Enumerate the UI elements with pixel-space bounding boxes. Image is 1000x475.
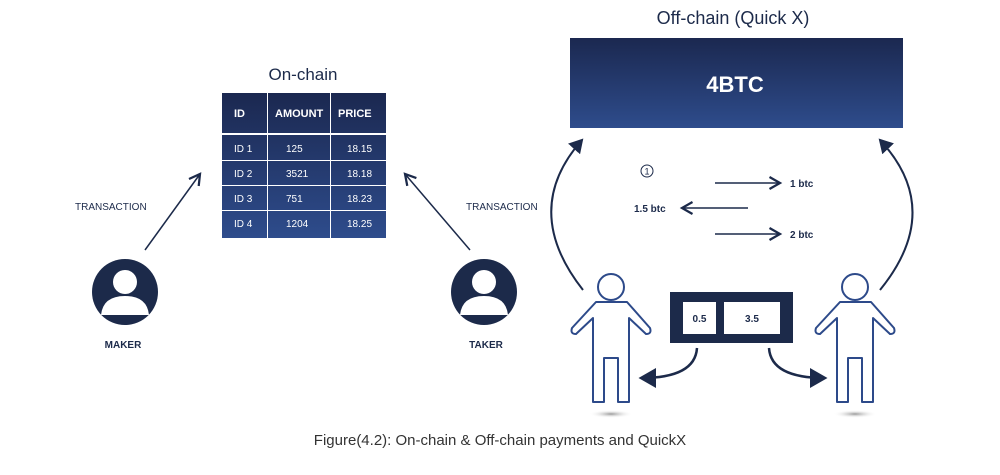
payment-1: 1 btc — [790, 179, 814, 190]
col-header-price: PRICE — [338, 108, 372, 120]
step-circle — [640, 164, 654, 178]
maker-avatar-icon — [92, 259, 158, 325]
channel-arrow-right — [767, 347, 828, 388]
cell-id: ID 2 — [234, 169, 253, 180]
shadow — [833, 410, 877, 418]
col-header-id: ID — [234, 108, 245, 120]
payment-3: 2 btc — [790, 230, 814, 241]
cell-id: ID 3 — [234, 194, 253, 205]
transaction-label-right: TRANSACTION — [466, 202, 538, 213]
cell-price: 18.23 — [347, 194, 372, 205]
channel-box: 0.5 3.5 — [670, 292, 793, 343]
arrow-maker-to-chain — [144, 172, 202, 251]
taker-label: TAKER — [469, 340, 503, 351]
table-row: ID 4 1204 18.25 — [234, 219, 372, 230]
cell-id: ID 1 — [234, 144, 253, 155]
table-row: ID 1 125 18.15 — [234, 144, 372, 155]
offchain-box — [570, 38, 903, 128]
cell-price: 18.25 — [347, 219, 372, 230]
table-row: ID 2 3521 18.18 — [234, 169, 372, 180]
payment-2: 1.5 btc — [634, 204, 666, 215]
person-left-icon — [570, 273, 652, 403]
cell-id: ID 4 — [234, 219, 253, 230]
arrow-taker-to-chain — [403, 172, 471, 251]
person-right-icon — [814, 273, 896, 403]
step-digit: 1 — [644, 167, 649, 177]
col-header-amount: AMOUNT — [275, 108, 324, 120]
curved-arrow-right — [878, 138, 914, 291]
cell-price: 18.18 — [347, 169, 372, 180]
cell-amount: 125 — [286, 144, 303, 155]
onchain-table: ID AMOUNT PRICE ID 1 125 18.15 ID 2 3521… — [222, 93, 386, 238]
offchain-title: Off-chain (Quick X) — [657, 8, 810, 28]
cell-amount: 3521 — [286, 169, 309, 180]
cell-amount: 1204 — [286, 219, 309, 230]
transaction-label-left: TRANSACTION — [75, 202, 147, 213]
channel-left-balance: 0.5 — [693, 314, 707, 325]
shadow — [589, 410, 633, 418]
taker-avatar-icon — [451, 259, 517, 325]
channel-right-balance: 3.5 — [745, 314, 759, 325]
maker-label: MAKER — [105, 340, 142, 351]
cell-price: 18.15 — [347, 144, 372, 155]
curved-arrow-left — [550, 138, 584, 291]
offchain-balance: 4BTC — [706, 72, 764, 97]
cell-amount: 751 — [286, 194, 303, 205]
figure-caption: Figure(4.2): On-chain & Off-chain paymen… — [314, 432, 686, 449]
table-row: ID 3 751 18.23 — [234, 194, 372, 205]
onchain-title: On-chain — [269, 65, 338, 84]
channel-arrow-left — [638, 347, 699, 388]
